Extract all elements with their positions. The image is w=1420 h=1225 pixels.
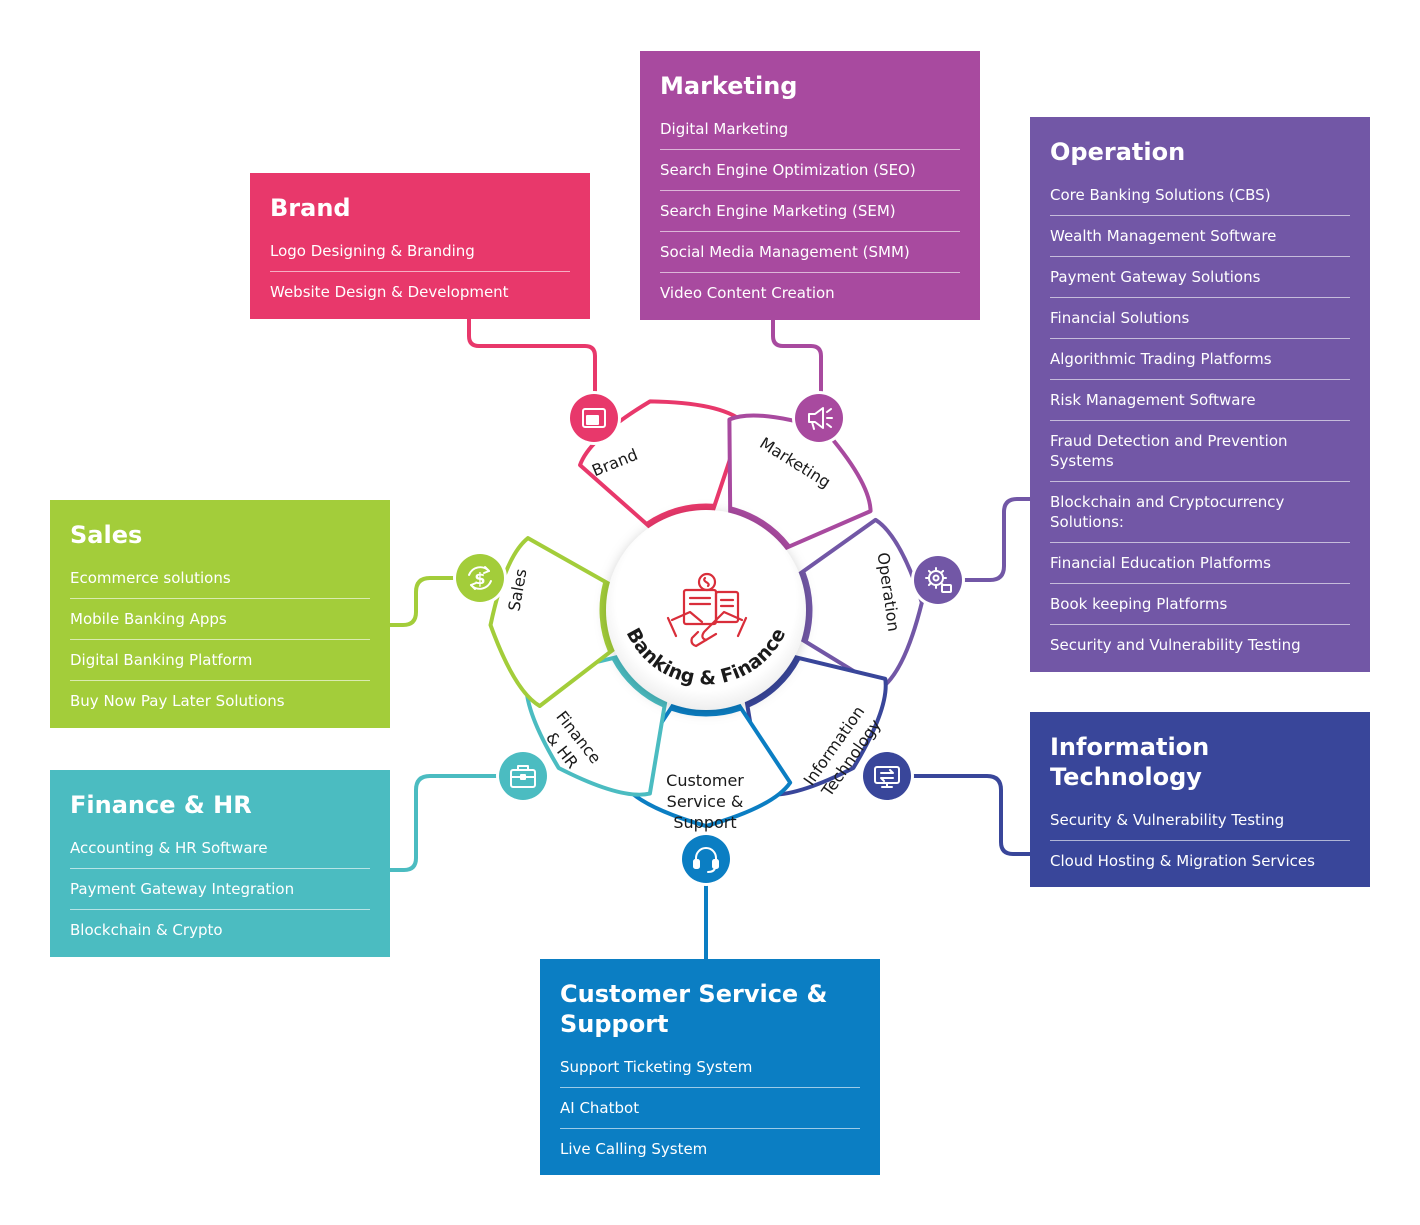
petal-label-line: Customer xyxy=(666,771,744,790)
operation-panel-title: Operation xyxy=(1050,138,1186,166)
list-item: Fraud Detection and Prevention Systems xyxy=(1050,421,1350,482)
brand-hub-segment xyxy=(646,503,714,530)
briefcase-icon xyxy=(510,765,536,788)
dollar-icon: $ xyxy=(468,566,492,590)
it-hub-segment xyxy=(745,655,801,708)
list-item: Cloud Hosting & Migration Services xyxy=(1050,852,1315,870)
sales-panel-list: Ecommerce solutions Mobile Banking Apps … xyxy=(70,558,370,721)
list-item: Blockchain & Crypto xyxy=(70,921,223,939)
marketing-panel-list: Digital Marketing Search Engine Optimiza… xyxy=(660,109,960,313)
list-item: Mobile Banking Apps xyxy=(70,599,370,640)
list-item: Risk Management Software xyxy=(1050,380,1350,421)
brand-connector-line xyxy=(467,317,597,396)
gear-icon xyxy=(925,567,952,593)
finance-hr-panel: Finance & HR Accounting & HR Software Pa… xyxy=(50,770,390,957)
customer-service-panel: Customer Service & Support Support Ticke… xyxy=(540,959,880,1175)
list-item: Website Design & Development xyxy=(270,283,509,301)
finance-hr-panel-list: Accounting & HR Software Payment Gateway… xyxy=(70,828,370,950)
operation-connector-line xyxy=(960,497,1032,582)
brand-panel: Brand Logo Designing & Branding Website … xyxy=(250,173,590,319)
megaphone-icon xyxy=(808,407,833,430)
petal-label-line: Service & xyxy=(667,792,744,811)
list-item: Buy Now Pay Later Solutions xyxy=(70,692,285,710)
list-item: Core Banking Solutions (CBS) xyxy=(1050,175,1350,216)
operation-icon-pin xyxy=(911,553,965,607)
sales-icon-pin: $ xyxy=(453,551,507,605)
marketing-panel-title: Marketing xyxy=(660,72,798,100)
list-item: Financial Solutions xyxy=(1050,298,1350,339)
operation-hub-segment xyxy=(796,571,813,642)
window-icon xyxy=(582,408,606,428)
finance-hub-segment xyxy=(611,655,667,708)
operation-panel: Operation Core Banking Solutions (CBS) W… xyxy=(1030,117,1370,672)
icon-pins: $ xyxy=(453,391,965,886)
list-item: Social Media Management (SMM) xyxy=(660,232,960,273)
list-item: Support Ticketing System xyxy=(560,1047,860,1088)
brand-panel-title: Brand xyxy=(270,194,351,222)
finance-connector-line xyxy=(388,774,501,872)
headset-icon xyxy=(693,847,719,873)
brand-petal xyxy=(578,399,745,529)
center-hub-circle xyxy=(606,510,806,710)
list-item: Security and Vulnerability Testing xyxy=(1050,636,1301,654)
list-item: Logo Designing & Branding xyxy=(270,231,570,272)
list-item: Live Calling System xyxy=(560,1140,708,1158)
sales-panel-title: Sales xyxy=(70,521,143,549)
list-item: Book keeping Platforms xyxy=(1050,584,1350,625)
sales-hub-segment xyxy=(599,582,617,652)
operation-panel-list: Core Banking Solutions (CBS) Wealth Mana… xyxy=(1050,175,1350,665)
list-item: Payment Gateway Solutions xyxy=(1050,257,1350,298)
marketing-hub-segment xyxy=(729,506,790,551)
list-item: Digital Marketing xyxy=(660,109,960,150)
bank-handshake-icon xyxy=(666,572,748,648)
list-item: AI Chatbot xyxy=(560,1088,860,1129)
finance-icon-pin xyxy=(496,749,550,803)
petal-label-line: Support xyxy=(673,813,736,832)
it-icon-pin xyxy=(860,749,914,803)
information-technology-panel-title: Information Technology xyxy=(1050,733,1210,791)
list-item: Search Engine Optimization (SEO) xyxy=(660,150,960,191)
list-item: Algorithmic Trading Platforms xyxy=(1050,339,1350,380)
list-item: Digital Banking Platform xyxy=(70,640,370,681)
list-item: Search Engine Marketing (SEM) xyxy=(660,191,960,232)
customer-service-panel-list: Support Ticketing System AI Chatbot Live… xyxy=(560,1047,860,1169)
list-item: Security & Vulnerability Testing xyxy=(1050,800,1350,841)
connector-lines xyxy=(388,317,1032,961)
monitor-icon xyxy=(874,766,900,788)
sales-panel: Sales Ecommerce solutions Mobile Banking… xyxy=(50,500,390,728)
list-item: Blockchain and Cryptocurrency Solutions: xyxy=(1050,482,1350,543)
it-connector-line xyxy=(909,774,1032,856)
list-item: Video Content Creation xyxy=(660,284,835,302)
sales-connector-line xyxy=(388,576,458,627)
list-item: Accounting & HR Software xyxy=(70,828,370,869)
marketing-icon-pin xyxy=(792,391,846,445)
brand-icon-pin xyxy=(567,391,621,445)
finance-hr-panel-title: Finance & HR xyxy=(70,791,252,819)
marketing-connector-line xyxy=(771,318,823,396)
customer-service-panel-title: Customer Service & Support xyxy=(560,980,828,1038)
information-technology-panel: Information Technology Security & Vulner… xyxy=(1030,712,1370,887)
brand-panel-list: Logo Designing & Branding Website Design… xyxy=(270,231,570,312)
information-technology-panel-list: Security & Vulnerability Testing Cloud H… xyxy=(1050,800,1350,881)
list-item: Wealth Management Software xyxy=(1050,216,1350,257)
center-hub: Banking & Finance xyxy=(606,510,806,710)
list-item: Ecommerce solutions xyxy=(70,558,370,599)
cs-icon-pin xyxy=(679,832,733,886)
svg-text:$: $ xyxy=(474,569,485,588)
list-item: Financial Education Platforms xyxy=(1050,543,1350,584)
list-item: Payment Gateway Integration xyxy=(70,869,370,910)
sales-petal xyxy=(488,536,616,708)
operation-petal xyxy=(798,517,924,691)
cs-hub-segment xyxy=(671,702,741,717)
marketing-panel: Marketing Digital Marketing Search Engin… xyxy=(640,51,980,320)
